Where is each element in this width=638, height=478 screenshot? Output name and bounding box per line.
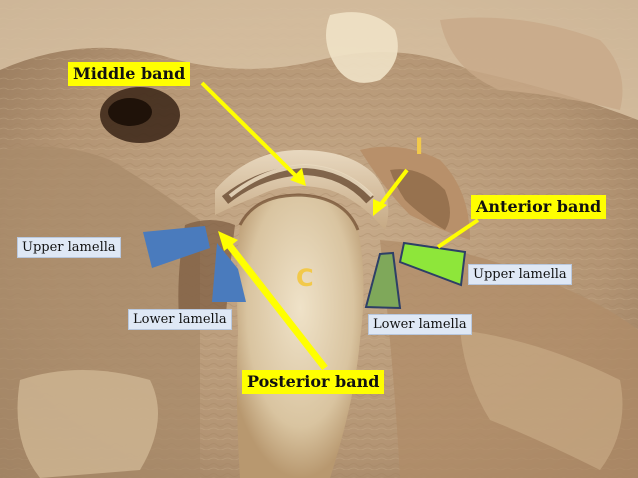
condyle-outline (238, 193, 360, 231)
lower-right-tissue (460, 330, 623, 470)
upper-lamella-left-label: Upper lamella (17, 237, 121, 258)
lower-lamella-left-label: Lower lamella (128, 309, 232, 330)
i-arrow-line (376, 168, 409, 210)
arrow-letter: I (415, 135, 424, 160)
anterior-band-arrow-line (436, 218, 480, 249)
lower-lamella-right-shape (364, 251, 402, 310)
bone-highlight (326, 12, 398, 83)
articular-fossa (215, 150, 389, 230)
upper-lamella-right-shape (398, 241, 467, 287)
eminence-shadow (390, 169, 450, 230)
posterior-band-label: Posterior band (242, 370, 385, 394)
middle-band-label: Middle band (68, 62, 191, 86)
posterior-band-arrow-line (223, 238, 328, 371)
lower-lamella-left-shape (212, 243, 246, 302)
middle-band-arrow-head (290, 168, 306, 186)
upper-right-tissue (440, 17, 623, 110)
disc-middle-band (228, 163, 374, 198)
posterior-band-arrow-head (218, 231, 238, 251)
lower-left-tissue (17, 370, 158, 478)
i-arrow-head (373, 199, 387, 216)
anterior-band-label: Anterior band (471, 195, 607, 219)
condyle-letter: C (296, 264, 314, 292)
upper-lamella-left-shape (143, 226, 210, 268)
lower-lamella-right-label: Lower lamella (368, 314, 472, 335)
dark-cavity-core (108, 98, 152, 126)
middle-band-arrow-line (200, 81, 300, 180)
upper-lamella-right-label: Upper lamella (468, 264, 572, 285)
